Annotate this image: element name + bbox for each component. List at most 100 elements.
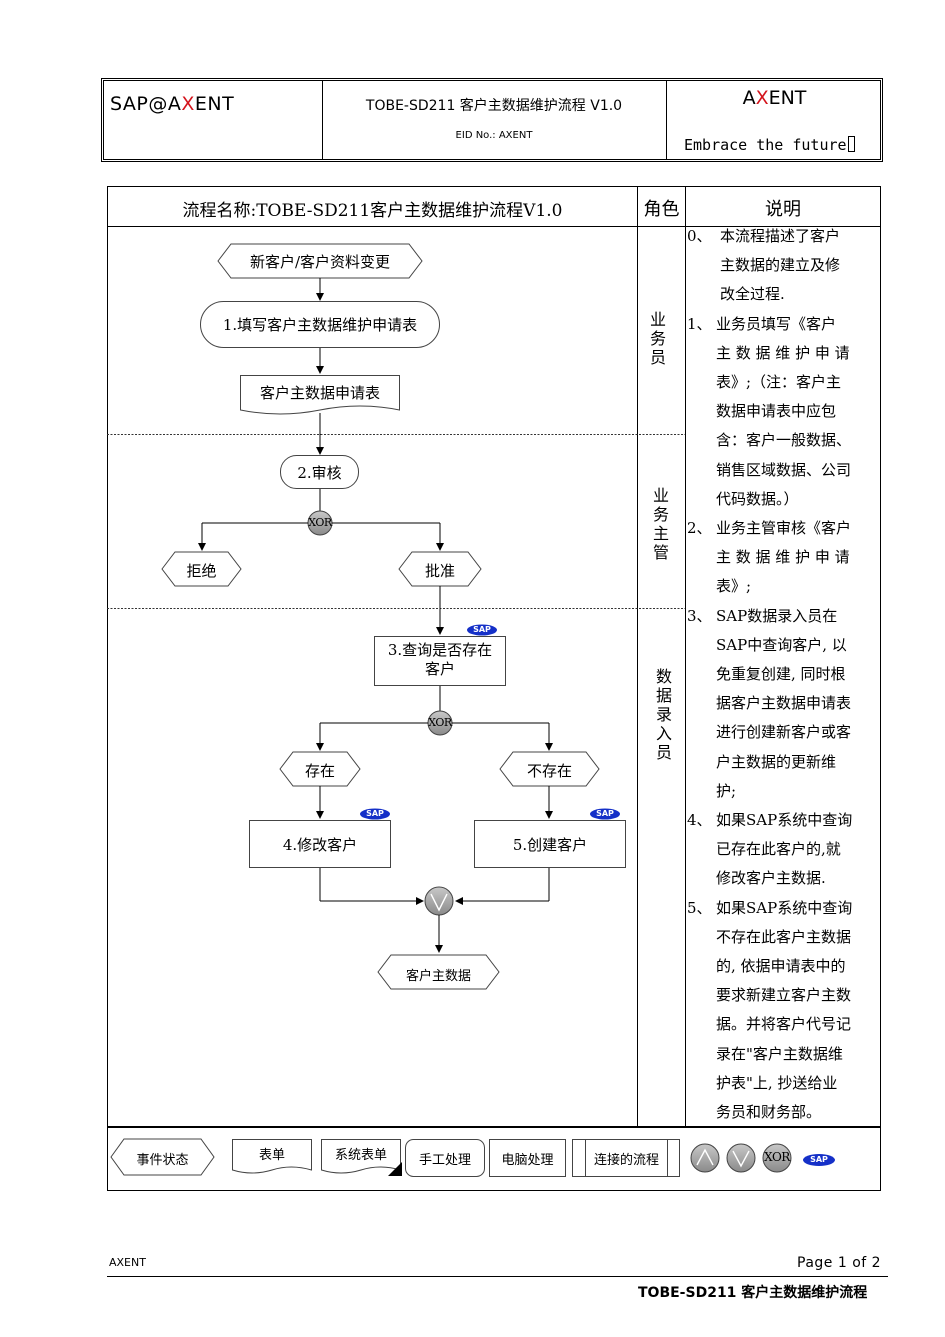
desc-line: 改全过程. — [720, 285, 785, 304]
reject-event-shape — [161, 551, 242, 587]
desc-line: 录在"客户主数据维 — [716, 1044, 843, 1063]
approve-event-shape — [398, 551, 482, 587]
desc-line: 销售区域数据、公司 — [716, 460, 852, 479]
step4-shape — [249, 820, 391, 868]
desc-line: 户主数据的更新维 — [716, 752, 837, 771]
desc-line: 护表"上, 抄送给业 — [716, 1073, 838, 1092]
sap-badge-label: SAP — [473, 625, 491, 634]
exists-label: 存在 — [304, 762, 335, 780]
step2-shape — [280, 455, 359, 489]
legend-or-gateway — [726, 1143, 756, 1173]
table-frame — [107, 186, 881, 1127]
desc-line: 业务主管审核《客户 — [716, 519, 852, 538]
footer-doc-name: TOBE-SD211 客户主数据维护流程 — [638, 1285, 868, 1301]
slogan: Embrace the future — [684, 136, 855, 154]
desc-item-2: 2、 业务主管审核《客户 主 数 据 维 护 申 请 表》; — [686, 514, 876, 602]
desc-item-1: 1、 业务员填写《客户 主 数 据 维 护 申 请 表》;（注：客户主 数据申请… — [686, 310, 876, 514]
xor-label-1: XOR — [308, 516, 332, 529]
legend-and-glyph — [696, 1148, 714, 1166]
or-merge-glyph — [430, 893, 448, 912]
role-sales: 业务员 — [649, 310, 666, 367]
xor-label-2: XOR — [428, 716, 452, 729]
sap-badge-shape — [360, 808, 390, 820]
legend-frame — [107, 1127, 881, 1191]
step1-label: 1.填写客户主数据维护申请表 — [222, 316, 418, 334]
reject-label: 拒绝 — [186, 562, 217, 580]
legend-connected-label: 连接的流程 — [593, 1153, 659, 1168]
not-exists-label: 不存在 — [526, 762, 572, 780]
desc-line: 主 数 据 维 护 申 请 — [716, 343, 850, 362]
document-title: TOBE-SD211 客户主数据维护流程 V1.0 — [365, 98, 623, 114]
desc-line: 护; — [716, 781, 737, 800]
header-logo-left: SAP@AXENT — [110, 93, 235, 115]
start-event-shape — [217, 243, 423, 279]
legend-connected-shape — [572, 1139, 680, 1177]
doc1-label: 客户主数据申请表 — [259, 384, 380, 402]
desc-line: 免重复创建, 同时根 — [716, 665, 846, 684]
desc-line: 如果SAP系统中查询 — [716, 898, 853, 917]
legend-form-label: 表单 — [258, 1148, 285, 1163]
legend-computer-label: 电脑处理 — [501, 1153, 554, 1168]
document-header: SAP@AXENT TOBE-SD211 客户主数据维护流程 V1.0 EID … — [101, 78, 883, 162]
approve-label: 批准 — [424, 562, 455, 580]
flow-title-header: 流程名称:TOBE-SD211客户主数据维护流程V1.0 — [182, 201, 563, 221]
legend-computer-shape — [489, 1139, 566, 1177]
step1-shape — [200, 301, 440, 348]
not-exists-event-shape — [499, 751, 600, 787]
footer-company: AXENT — [109, 1256, 146, 1269]
desc-item-5: 5、 如果SAP系统中查询 不存在此客户主数据 的, 依据申请表中的 要求新建立… — [686, 894, 876, 1128]
exists-event-shape — [279, 751, 361, 787]
legend-sap-label: SAP — [810, 1155, 828, 1164]
role-header: 角色 — [643, 199, 680, 220]
legend-or-glyph — [732, 1150, 750, 1168]
step4-label: 4.修改客户 — [282, 836, 358, 854]
sap-badge-label: SAP — [366, 809, 384, 818]
desc-line: 业务员填写《客户 — [716, 314, 837, 333]
legend-sysform-corner — [388, 1162, 402, 1176]
legend-event-shape — [110, 1138, 215, 1176]
step3-label: 3.查询是否存在客户 — [387, 641, 493, 678]
desc-header: 说明 — [765, 199, 801, 220]
desc-line: 主数据的建立及修 — [720, 256, 841, 275]
desc-item-3: 3、 SAP数据录入员在 SAP中查询客户, 以 免重复创建, 同时根 据客户主… — [686, 602, 876, 806]
end-event-label: 客户主数据 — [405, 969, 471, 984]
step3-shape — [374, 636, 506, 686]
legend-xor-gateway — [762, 1143, 792, 1173]
sap-badge-label: SAP — [596, 809, 614, 818]
desc-item-0: 0、 本流程描述了客户 主数据的建立及修 改全过程. — [686, 222, 876, 310]
legend-manual-shape — [405, 1139, 485, 1177]
doc1-shape — [240, 375, 400, 415]
sap-badge-shape — [467, 624, 497, 636]
step5-label: 5.创建客户 — [512, 836, 588, 854]
desc-line: 不存在此客户主数据 — [716, 927, 852, 946]
end-event-shape — [377, 954, 500, 990]
brand-logo: AXENT — [742, 87, 807, 109]
header-divider — [322, 81, 323, 159]
desc-line: 要求新建立客户主数 — [716, 986, 852, 1005]
eid-number: EID No.: AXENT — [455, 130, 533, 141]
desc-line: 表》; — [716, 577, 752, 596]
legend-and-gateway — [690, 1143, 720, 1173]
desc-line: 的, 依据申请表中的 — [716, 957, 846, 976]
role-sales-manager: 业务主管 — [652, 486, 669, 562]
sap-badge-shape — [590, 808, 620, 820]
legend-sysform-label: 系统表单 — [334, 1148, 387, 1163]
step5-shape — [474, 820, 626, 868]
footer-page: Page 1 of 2 — [797, 1255, 882, 1271]
desc-line: 本流程描述了客户 — [720, 227, 841, 245]
desc-line: 表》;（注：客户主 — [716, 373, 842, 392]
desc-item-4: 4、 如果SAP系统中查询 已存在此客户的,就 修改客户主数据. — [686, 806, 876, 894]
desc-line: 主 数 据 维 护 申 请 — [716, 548, 850, 567]
role-data-entry: 数据录入员 — [655, 667, 672, 762]
desc-line: 务员和财务部。 — [716, 1103, 822, 1122]
desc-line: 代码数据。） — [716, 489, 799, 508]
desc-line: 如果SAP系统中查询 — [716, 811, 853, 830]
footer-rule — [107, 1276, 888, 1277]
description-list: 0、 本流程描述了客户 主数据的建立及修 改全过程. 1、 业务员填写《客户 主… — [686, 222, 876, 1127]
legend-xor-label: XOR — [764, 1150, 790, 1164]
desc-line: SAP中查询客户, 以 — [716, 635, 847, 654]
desc-line: SAP数据录入员在 — [716, 606, 838, 625]
desc-line: 据客户主数据申请表 — [716, 694, 852, 713]
legend-manual-label: 手工处理 — [418, 1153, 471, 1168]
